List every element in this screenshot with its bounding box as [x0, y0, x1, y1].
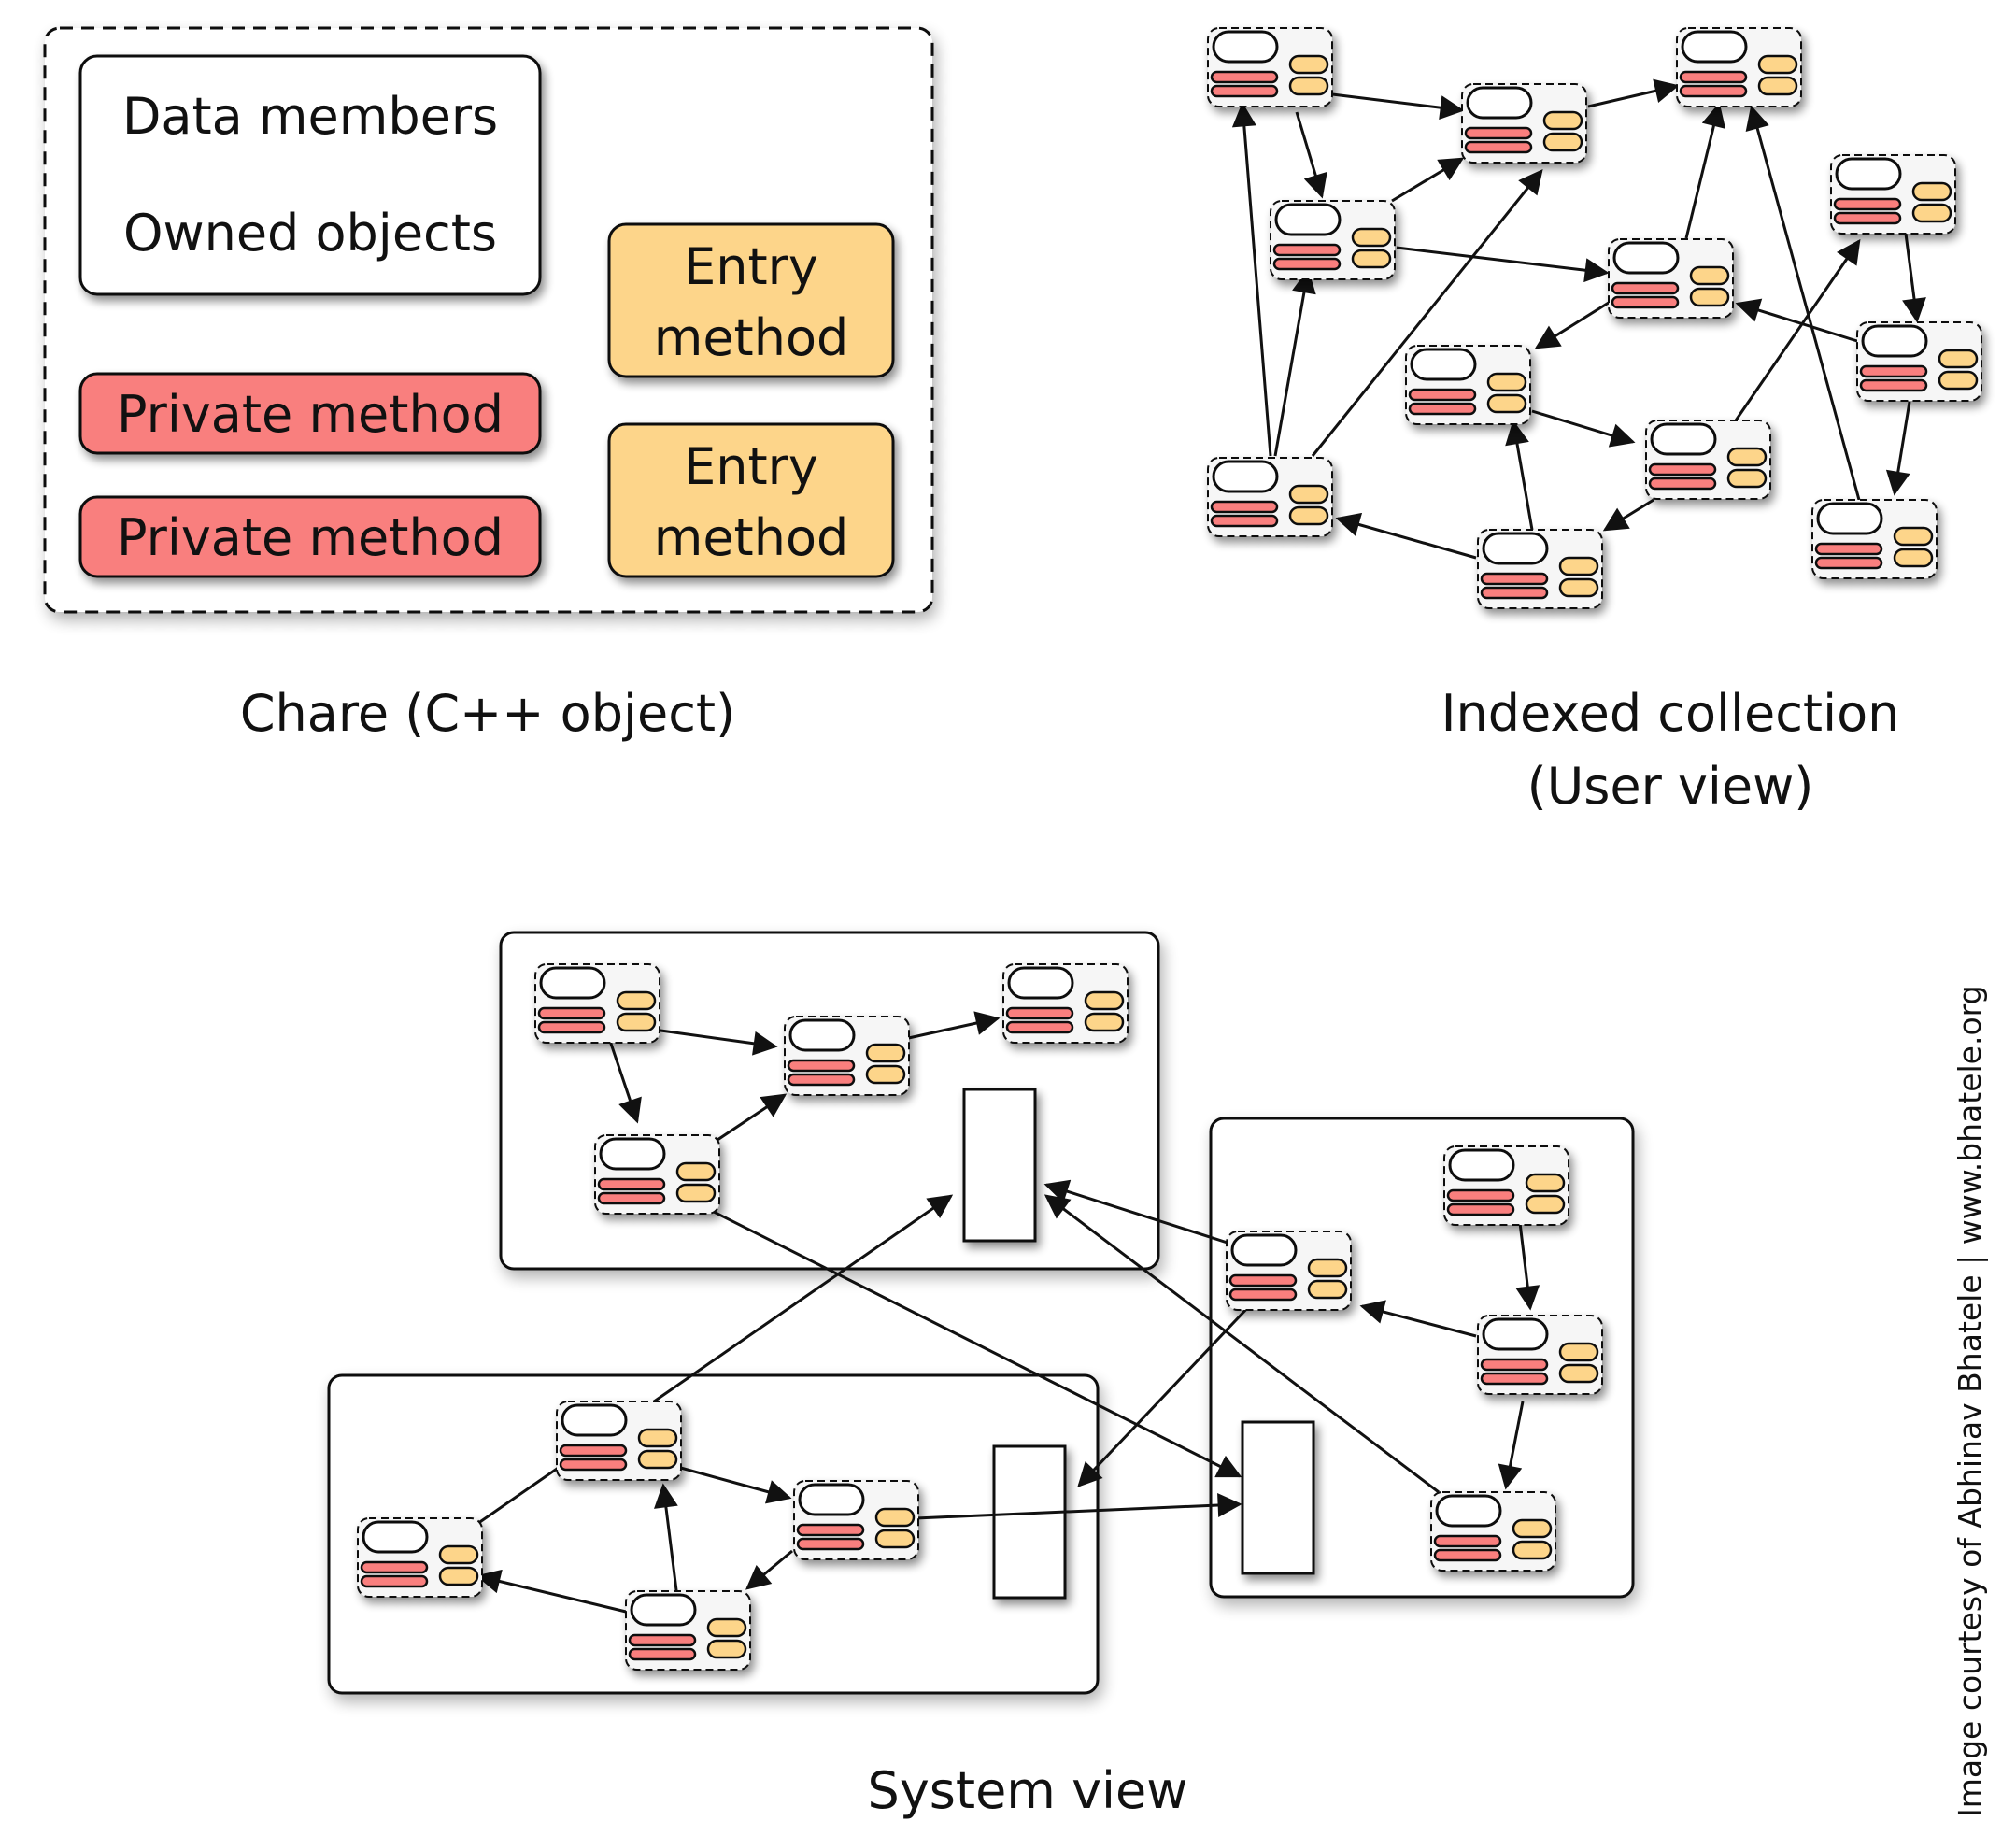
private-method-2: [78, 495, 542, 578]
indexed-caption-line2: (User view): [1527, 757, 1814, 816]
chare-node: [533, 962, 661, 1045]
entry-method-1-line2: method: [654, 308, 849, 367]
chare-node: [1442, 1145, 1570, 1227]
entry-method-1-line1: Entry: [684, 237, 818, 296]
chare-panel: Data members Owned objects Private metho…: [43, 26, 934, 743]
entry-method-2: [607, 422, 895, 578]
data-members-box: [78, 54, 542, 296]
chare-node: [1607, 237, 1735, 320]
chare-node: [1206, 456, 1334, 538]
chare-node: [1644, 419, 1772, 501]
chare-node: [1855, 320, 1983, 403]
chare-node: [792, 1479, 920, 1561]
chare-node: [1206, 26, 1334, 108]
system-view-panel: System view: [327, 931, 1635, 1820]
chare-node: [555, 1400, 683, 1482]
chare-node: [1225, 1230, 1353, 1312]
indexed-caption-line1: Indexed collection: [1441, 684, 1900, 743]
entry-method-2-line2: method: [654, 508, 849, 567]
chare-node: [624, 1589, 752, 1672]
chare-node: [593, 1133, 721, 1216]
chare-node: [1476, 1314, 1604, 1396]
message-queue-top: [962, 1088, 1037, 1243]
user-view-arrows: [1231, 78, 1926, 560]
chare-node: [1001, 962, 1129, 1045]
chare-node: [1675, 26, 1803, 108]
chare-node: [1429, 1490, 1557, 1572]
private-method-2-label: Private method: [117, 508, 504, 567]
private-method-1: [78, 372, 542, 455]
image-credit: Image courtesy of Abhinav Bhatele | www.…: [1952, 985, 1988, 1817]
private-method-1-label: Private method: [117, 385, 504, 444]
data-members-label: Data members: [122, 87, 498, 146]
entry-method-2-line1: Entry: [684, 437, 818, 496]
chare-node: [1829, 153, 1957, 235]
chare-node: [1269, 199, 1397, 281]
chare-node: [356, 1516, 484, 1599]
chare-node: [1460, 82, 1588, 164]
processor-box-bottom: [327, 1373, 1100, 1695]
chare-caption: Chare (C++ object): [240, 684, 735, 743]
entry-method-1: [607, 222, 895, 378]
chare-node: [1404, 344, 1532, 426]
system-view-arrows: [471, 1011, 1540, 1614]
system-view-caption: System view: [868, 1761, 1188, 1820]
user-view-chares: [1206, 26, 1983, 610]
message-queue-bottom: [992, 1444, 1067, 1600]
indexed-collection-panel: Indexed collection (User view): [1206, 26, 1983, 816]
chare-node: [783, 1015, 911, 1097]
chare-node: [1810, 498, 1938, 580]
chare-node: [1476, 528, 1604, 610]
owned-objects-label: Owned objects: [123, 204, 497, 263]
message-queue-right: [1241, 1420, 1315, 1575]
